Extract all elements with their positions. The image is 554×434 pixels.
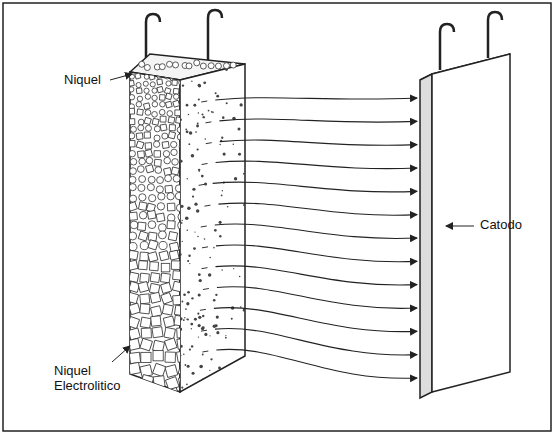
nickel-pieces-top: [139, 60, 237, 71]
leader-line: [112, 346, 130, 362]
part-label: Niquel: [64, 73, 101, 88]
leader-line: [110, 74, 132, 80]
basket-side: [180, 64, 245, 392]
nickel-texture: [179, 65, 246, 392]
frame: [3, 3, 551, 431]
cathode-side: [420, 74, 432, 398]
current-lines: [199, 98, 417, 379]
part-label: Catodo: [480, 218, 522, 233]
anode-hook: [208, 10, 222, 62]
nickel-pieces: [127, 72, 195, 402]
part-label: Niquel Electrolitico: [54, 364, 124, 394]
leader-line: [446, 226, 474, 227]
cathode-hook: [440, 24, 454, 70]
cathode-hook: [488, 12, 502, 58]
